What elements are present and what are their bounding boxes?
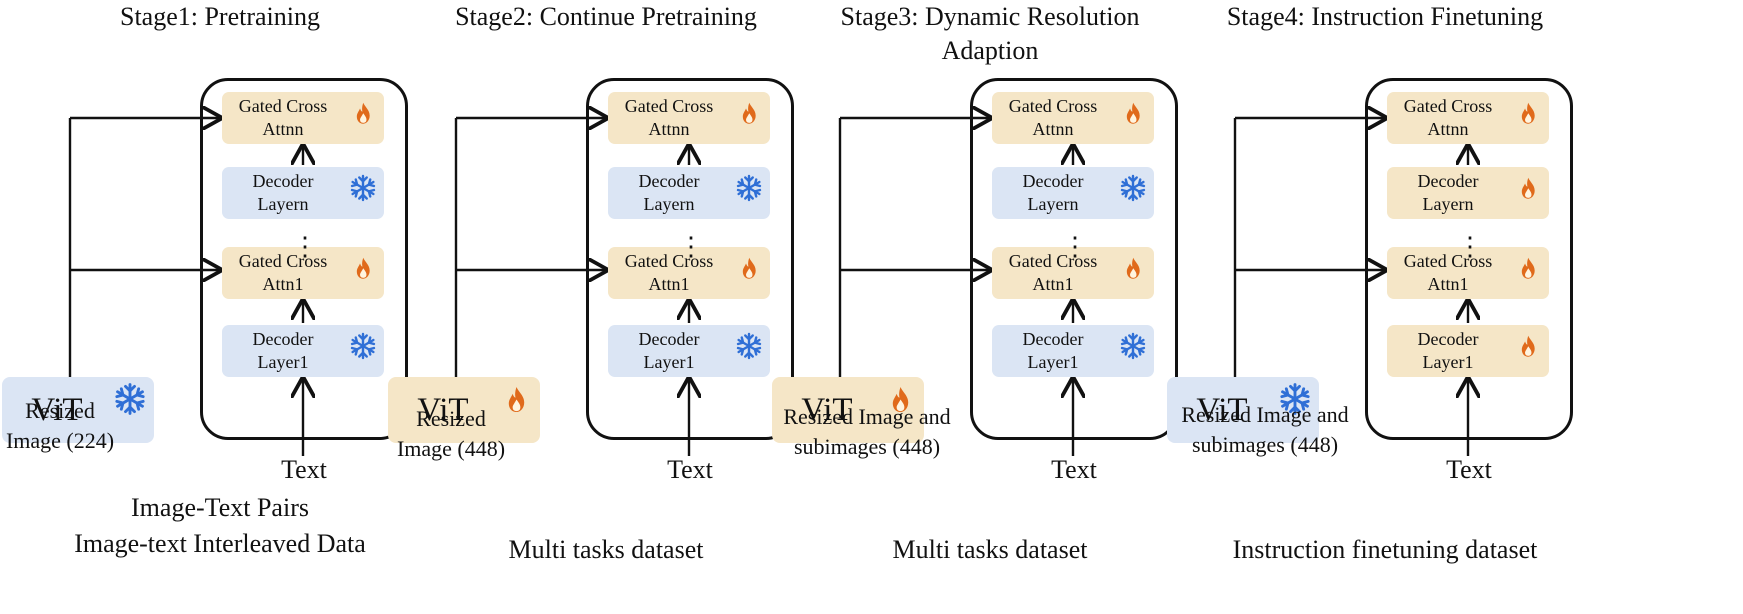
snowflake-icon: [732, 171, 766, 205]
decoder-layer-block-4: Decoder Layer1: [222, 325, 384, 377]
block-label: Gated Cross Attnn: [238, 96, 328, 139]
llm-decoder-stack: [1365, 78, 1573, 440]
dataset-label: Multi tasks dataset: [892, 535, 1088, 564]
block-label: Decoder Layern: [1417, 171, 1479, 214]
flame-icon: [880, 379, 920, 419]
gated-cross-attn-block-3: Gated Cross Attn1: [992, 247, 1154, 299]
vit-label: ViT: [31, 391, 83, 428]
gated-cross-attn-block-1: Gated Cross Attnn: [992, 92, 1154, 144]
flame-icon: [496, 379, 536, 419]
connector-arrows: [838, 0, 1210, 456]
gated-cross-attn-block-1: Gated Cross Attnn: [608, 92, 770, 144]
text-input-label: Text: [281, 455, 327, 484]
ellipsis-dots: ⋮: [1457, 232, 1483, 261]
block-label: Gated Cross Attn1: [1008, 251, 1098, 294]
flame-icon: [346, 96, 380, 130]
llm-decoder-stack: [586, 78, 794, 440]
dataset-label: Multi tasks dataset: [508, 535, 704, 564]
flame-icon: [1511, 171, 1545, 205]
dataset-label: Image-Text Pairs Image-text Interleaved …: [74, 493, 366, 558]
block-label: Gated Cross Attnn: [1403, 96, 1493, 139]
gated-cross-attn-block-1: Gated Cross Attnn: [1387, 92, 1549, 144]
vit-encoder: ViT: [388, 377, 540, 443]
stage-title: Stage2: Continue Pretraining: [455, 2, 757, 31]
vit-encoder: ViT: [1167, 377, 1319, 443]
stage-title: Stage1: Pretraining: [119, 2, 320, 31]
block-label: Decoder Layer1: [252, 329, 314, 372]
image-input-caption: Resized Image (448): [396, 406, 506, 461]
snowflake-icon: [1275, 379, 1315, 419]
gated-cross-attn-block-1: Gated Cross Attnn: [222, 92, 384, 144]
block-label: Decoder Layern: [638, 171, 700, 214]
flame-icon: [1116, 96, 1150, 130]
text-input-label: Text: [1051, 455, 1097, 484]
vit-label: ViT: [417, 391, 469, 428]
text-input-label: Text: [1446, 455, 1492, 484]
decoder-layer-block-2: Decoder Layern: [222, 167, 384, 219]
flame-icon: [346, 251, 380, 285]
block-label: Gated Cross Attnn: [624, 96, 714, 139]
decoder-layer-block-4: Decoder Layer1: [992, 325, 1154, 377]
connector-arrows: [1233, 0, 1605, 456]
block-label: Gated Cross Attn1: [624, 251, 714, 294]
stage-title: Stage4: Instruction Finetuning: [1226, 2, 1544, 31]
vit-label: ViT: [801, 391, 853, 428]
flame-icon: [732, 251, 766, 285]
llm-decoder-stack: [200, 78, 408, 440]
connector-arrows: [68, 0, 440, 456]
block-label: Gated Cross Attn1: [238, 251, 328, 294]
decoder-layer-block-2: Decoder Layern: [1387, 167, 1549, 219]
dataset-label: Instruction finetuning dataset: [1232, 535, 1538, 564]
block-label: Decoder Layer1: [638, 329, 700, 372]
decoder-layer-block-4: Decoder Layer1: [608, 325, 770, 377]
image-input-caption: Resized Image and subimages (448): [1181, 402, 1349, 457]
gated-cross-attn-block-3: Gated Cross Attn1: [222, 247, 384, 299]
ellipsis-dots: ⋮: [678, 232, 704, 261]
block-label: Decoder Layern: [1022, 171, 1084, 214]
flame-icon: [1116, 251, 1150, 285]
snowflake-icon: [1116, 171, 1150, 205]
stage-title: Stage3: Dynamic Resolution Adaption: [840, 2, 1140, 65]
block-label: Gated Cross Attnn: [1008, 96, 1098, 139]
block-label: Decoder Layer1: [1022, 329, 1084, 372]
ellipsis-dots: ⋮: [292, 232, 318, 261]
block-label: Decoder Layer1: [1417, 329, 1479, 372]
connector-arrows: [454, 0, 826, 456]
snowflake-icon: [110, 379, 150, 419]
snowflake-icon: [346, 171, 380, 205]
block-label: Decoder Layern: [252, 171, 314, 214]
snowflake-icon: [346, 329, 380, 363]
image-input-caption: Resized Image and subimages (448): [783, 404, 951, 459]
gated-cross-attn-block-3: Gated Cross Attn1: [1387, 247, 1549, 299]
ellipsis-dots: ⋮: [1062, 232, 1088, 261]
flame-icon: [732, 96, 766, 130]
text-input-label: Text: [667, 455, 713, 484]
vit-label: ViT: [1196, 391, 1248, 428]
vit-encoder: ViT: [2, 377, 154, 443]
decoder-layer-block-2: Decoder Layern: [992, 167, 1154, 219]
snowflake-icon: [732, 329, 766, 363]
image-input-caption: Resized Image (224): [5, 398, 115, 453]
snowflake-icon: [1116, 329, 1150, 363]
flame-icon: [1511, 96, 1545, 130]
vit-encoder: ViT: [772, 377, 924, 443]
llm-decoder-stack: [970, 78, 1178, 440]
block-label: Gated Cross Attn1: [1403, 251, 1493, 294]
flame-icon: [1511, 251, 1545, 285]
decoder-layer-block-2: Decoder Layern: [608, 167, 770, 219]
flame-icon: [1511, 329, 1545, 363]
gated-cross-attn-block-3: Gated Cross Attn1: [608, 247, 770, 299]
decoder-layer-block-4: Decoder Layer1: [1387, 325, 1549, 377]
